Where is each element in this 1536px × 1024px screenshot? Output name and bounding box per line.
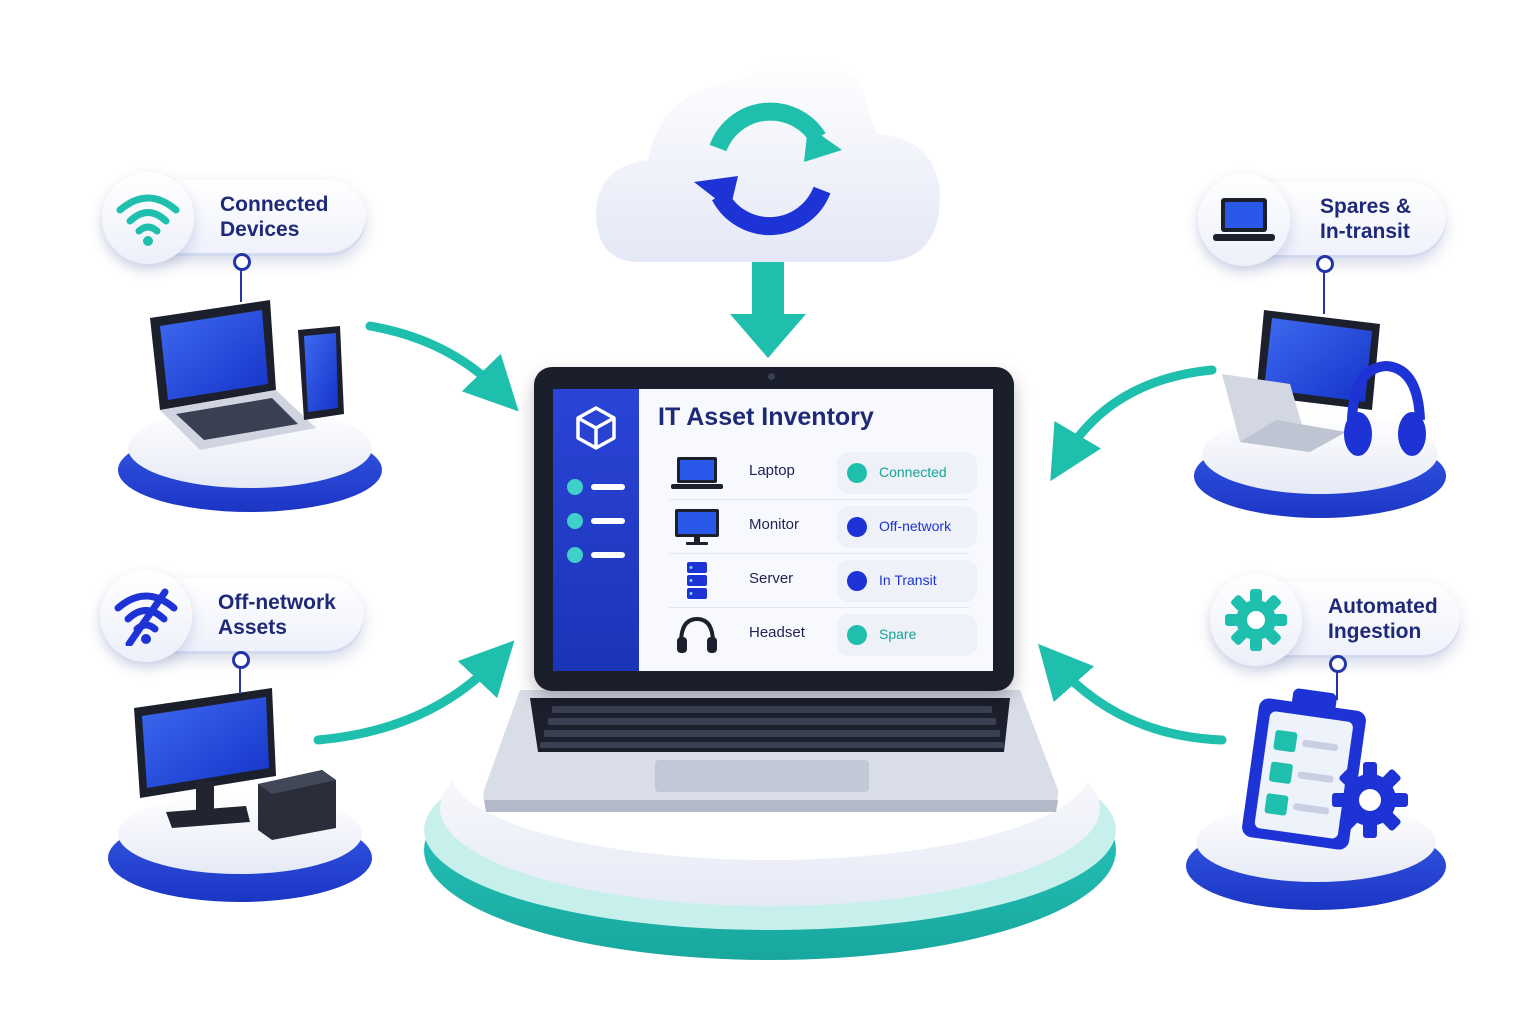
status-text: Off-network xyxy=(879,518,952,534)
status-dot xyxy=(847,463,867,483)
sidebar-nav-item-2[interactable] xyxy=(567,513,627,529)
asset-name: Laptop xyxy=(749,462,795,479)
cloud-down-arrow xyxy=(730,262,806,358)
automated-ingestion-label: Automated Ingestion xyxy=(1210,574,1460,666)
offnetwork-assets-illustration xyxy=(108,688,372,902)
automated-ingestion-illustration xyxy=(1186,688,1446,910)
asset-row[interactable]: Server In Transit xyxy=(657,557,989,605)
status-badge: Off-network xyxy=(837,506,977,548)
connected-devices-text: Connected Devices xyxy=(220,193,329,241)
central-laptop-base xyxy=(483,690,1059,812)
connected-devices-illustration xyxy=(118,300,382,512)
spares-intransit-label: Spares & In-transit xyxy=(1198,174,1446,266)
asset-row[interactable]: Laptop Connected xyxy=(657,449,989,497)
monitor-icon xyxy=(675,509,719,545)
central-laptop-screen: IT Asset Inventory Laptop Connected xyxy=(534,367,1014,691)
status-dot xyxy=(847,517,867,537)
status-dot xyxy=(847,571,867,591)
headset-icon xyxy=(677,616,717,653)
offnetwork-assets-text: Off-network Assets xyxy=(218,591,336,639)
wifi-icon xyxy=(102,172,194,264)
small-gear-icon xyxy=(1332,762,1408,838)
asset-name: Server xyxy=(749,570,794,587)
connected-pin xyxy=(233,253,251,302)
row-divider xyxy=(669,553,969,554)
offnetwork-pin xyxy=(232,651,250,694)
connected-devices-label: Connected Devices xyxy=(102,172,366,264)
status-text: Connected xyxy=(879,464,947,480)
row-divider xyxy=(669,607,969,608)
inventory-app-window: IT Asset Inventory Laptop Connected xyxy=(553,389,993,671)
asset-row[interactable]: Monitor Off-network xyxy=(657,503,989,551)
app-title: IT Asset Inventory xyxy=(658,403,874,431)
status-badge: Connected xyxy=(837,452,977,494)
status-badge: In Transit xyxy=(837,560,977,602)
gear-icon xyxy=(1210,574,1302,666)
asset-row[interactable]: Headset Spare xyxy=(657,611,989,659)
sidebar-nav-item-3[interactable] xyxy=(567,547,627,563)
spares-intransit-text: Spares & In-transit xyxy=(1320,195,1412,243)
arrow-connected-to-laptop xyxy=(365,321,519,412)
status-text: In Transit xyxy=(879,572,937,588)
cube-logo-icon xyxy=(576,406,616,450)
status-text: Spare xyxy=(879,626,917,642)
status-badge: Spare xyxy=(837,614,977,656)
server-icon xyxy=(687,562,707,599)
offnetwork-assets-label: Off-network Assets xyxy=(100,570,364,662)
webcam xyxy=(768,373,775,380)
sidebar-nav-item-1[interactable] xyxy=(567,479,627,495)
wifi-off-icon xyxy=(100,570,192,662)
automated-ingestion-text: Automated Ingestion xyxy=(1328,595,1438,643)
laptop-icon xyxy=(671,457,723,489)
app-sidebar xyxy=(553,389,639,671)
cloud-sync-icon xyxy=(596,55,940,262)
spares-pin xyxy=(1316,255,1334,314)
laptop-icon xyxy=(1198,174,1290,266)
asset-name: Monitor xyxy=(749,516,800,533)
arrow-ingestion-to-laptop xyxy=(1038,643,1227,745)
row-divider xyxy=(669,499,969,500)
spares-intransit-illustration xyxy=(1194,310,1446,518)
arrow-offnetwork-to-laptop xyxy=(313,640,515,745)
status-dot xyxy=(847,625,867,645)
arrow-spares-to-laptop xyxy=(1050,365,1217,482)
asset-name: Headset xyxy=(749,624,805,641)
ingestion-pin xyxy=(1329,655,1347,700)
